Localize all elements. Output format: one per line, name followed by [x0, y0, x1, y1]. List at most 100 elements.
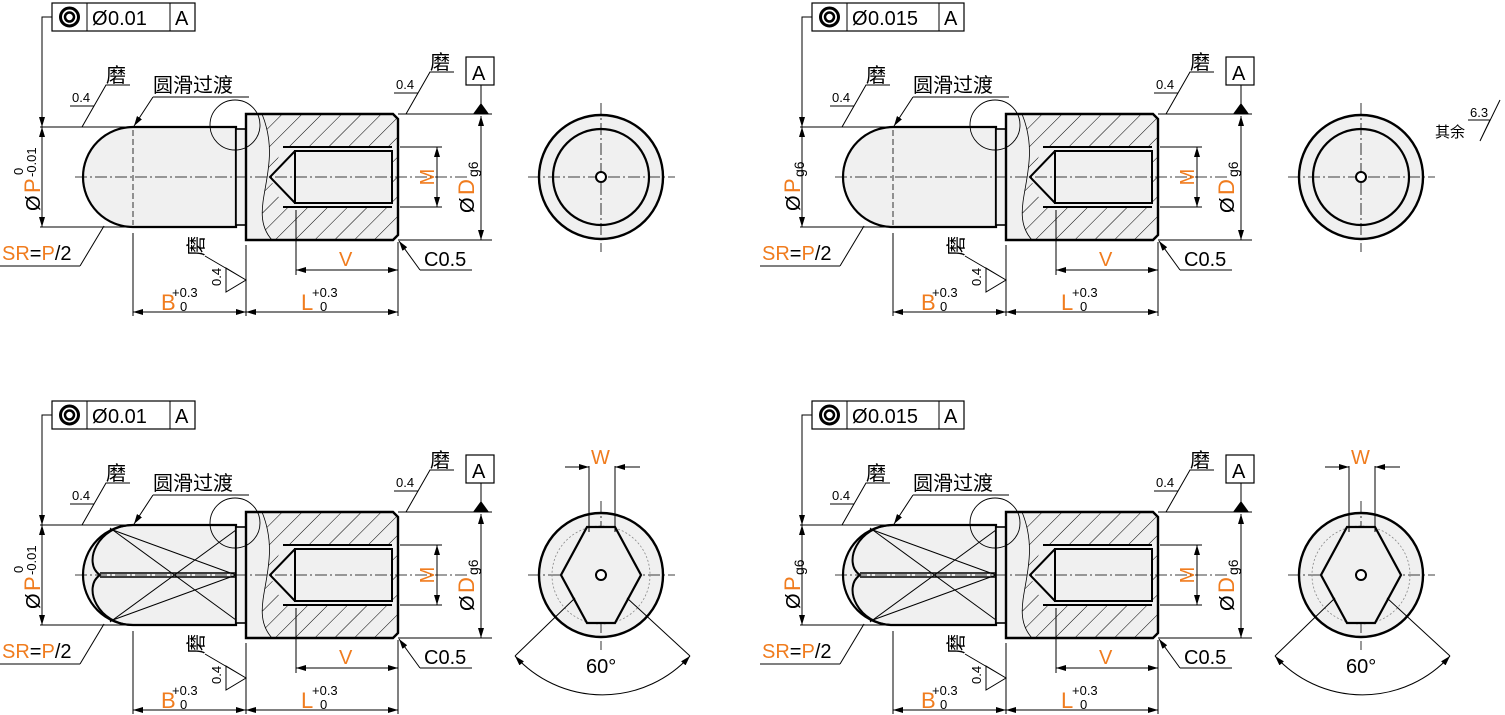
sr-part: SR	[2, 641, 30, 663]
line	[626, 597, 691, 657]
l-plus-tol: +0.3	[1072, 285, 1098, 300]
detail-circle	[209, 497, 261, 549]
roughness-shoulder: 0.4磨	[185, 634, 247, 691]
p-diameter-label: ØP0-0.01	[11, 147, 45, 211]
datum-triangle	[473, 501, 489, 512]
concentricity-icon	[819, 6, 840, 28]
l-zero-tol: 0	[1080, 697, 1087, 712]
sr-part: =	[790, 641, 802, 663]
datum-ref: A	[944, 406, 958, 428]
m-label: M	[417, 169, 439, 186]
diameter-symbol: Ø	[783, 195, 805, 211]
line	[839, 225, 865, 267]
end-view	[1288, 103, 1435, 252]
sr-part: P	[41, 243, 54, 265]
b-plus-tol: +0.3	[932, 285, 958, 300]
detail-circle	[209, 99, 261, 151]
sr-note: SR=P/2	[762, 641, 832, 663]
l-zero-tol: 0	[320, 299, 327, 314]
w-label: W	[591, 447, 610, 469]
line	[79, 225, 105, 267]
roughness-symbol	[830, 84, 890, 128]
sr-part: /2	[55, 641, 72, 663]
grind-note: 磨	[430, 51, 450, 74]
end-view: W 60°	[514, 447, 691, 696]
l-label: L	[301, 688, 313, 713]
sr-part: =	[790, 243, 802, 265]
angle-label: 60°	[586, 656, 616, 678]
diameter-symbol: Ø	[92, 406, 108, 428]
grind-note: 磨	[430, 449, 450, 472]
line	[109, 529, 237, 623]
l-plus-tol: +0.3	[312, 285, 338, 300]
b-label: B	[921, 290, 936, 315]
diameter-symbol: Ø	[23, 195, 45, 211]
p-fit: g6	[791, 559, 807, 575]
grind-note: 磨	[185, 634, 208, 654]
grind-note: 磨	[1190, 449, 1210, 472]
p-lower-tol: -0.01	[24, 147, 39, 177]
v-label: V	[1099, 647, 1113, 669]
l-label: L	[301, 290, 313, 315]
threaded-hole	[268, 146, 393, 208]
l-zero-tol: 0	[1080, 299, 1087, 314]
datum-box	[465, 56, 495, 86]
line	[79, 623, 105, 665]
b-zero-tol: 0	[940, 697, 947, 712]
line	[869, 529, 997, 623]
fcf-leader	[799, 16, 812, 127]
line	[398, 638, 421, 669]
roughness-value: 0.4	[1156, 77, 1174, 92]
d-symbol: D	[454, 577, 479, 593]
break-line	[1021, 113, 1033, 241]
fillet-note: 圆滑过渡	[913, 74, 993, 97]
roughness-shoulder: 0.4磨	[185, 236, 247, 293]
d-symbol: D	[454, 179, 479, 195]
roughness-value: 0.4	[209, 666, 224, 684]
roughness-value: 0.4	[396, 77, 414, 92]
line	[109, 574, 237, 622]
break-line	[261, 113, 273, 241]
line	[109, 528, 237, 576]
b-label: B	[161, 688, 176, 713]
line	[869, 527, 997, 621]
l-label: L	[1061, 688, 1073, 713]
concentricity-icon-inner	[823, 11, 836, 23]
p-fit: g6	[791, 161, 807, 177]
roughness-symbol	[70, 84, 130, 128]
sr-part: /2	[55, 243, 72, 265]
roughness-housing: 0.4磨	[394, 449, 454, 513]
roughness-pin: 0.4磨	[830, 462, 890, 526]
sr-note: SR=P/2	[2, 641, 72, 663]
concentricity-icon-inner	[823, 409, 836, 421]
tolerance-value: 0.015	[868, 406, 918, 428]
fcf-box	[51, 400, 196, 430]
grind-note: 磨	[945, 634, 968, 654]
p-symbol: P	[20, 576, 45, 591]
roughness-pin: 0.4磨	[70, 462, 130, 526]
end-view: W60°	[1274, 447, 1451, 696]
fillet-note: 圆滑过渡	[913, 472, 993, 495]
datum-box	[1225, 454, 1255, 484]
datum-box	[1225, 56, 1255, 86]
concentricity-icon	[819, 404, 840, 426]
roughness-housing: 0.4 磨	[394, 51, 454, 115]
line	[1274, 597, 1336, 657]
fillet-note: 圆滑过渡	[153, 74, 233, 97]
center-hole	[595, 569, 607, 581]
label: Ø	[1217, 197, 1239, 213]
p-symbol: P	[780, 178, 805, 193]
datum-label: A	[472, 461, 486, 483]
grind-note: 磨	[945, 236, 968, 256]
concentricity-icon-inner	[63, 11, 76, 23]
l-plus-tol: +0.3	[312, 683, 338, 698]
